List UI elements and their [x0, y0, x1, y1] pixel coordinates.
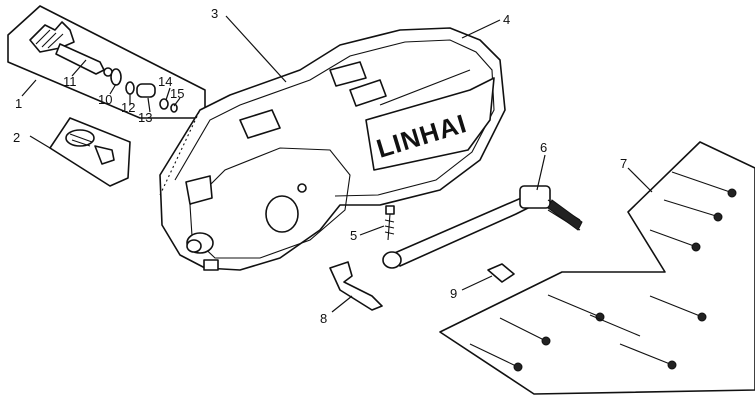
- part-2-drive-gear-box: [49, 117, 131, 187]
- bolt-set-items: [469, 171, 737, 372]
- part-4-cover-emblem: LINHAI: [365, 77, 495, 171]
- callout-15: 15: [170, 86, 184, 101]
- part-6-kick-start-shaft: [382, 185, 583, 269]
- callout-13: 13: [138, 110, 152, 125]
- callout-14: 14: [158, 74, 172, 89]
- callout-4: 4: [503, 12, 510, 27]
- part-9-small-clip: [487, 263, 515, 283]
- callout-1: 1: [15, 96, 22, 111]
- callout-labels: 1 2 3 4 5 6 7 8 9 10 11 12 13 14 15: [13, 6, 627, 326]
- callout-3: 3: [211, 6, 218, 21]
- callout-6: 6: [540, 140, 547, 155]
- part-7-bolt-set: [439, 141, 755, 395]
- callout-12: 12: [121, 100, 135, 115]
- part-5-bolt: [384, 205, 395, 241]
- part-8-clip-bracket: [329, 261, 383, 311]
- callout-7: 7: [620, 156, 627, 171]
- callout-10: 10: [98, 92, 112, 107]
- callout-11: 11: [63, 74, 77, 89]
- callout-2: 2: [13, 130, 20, 145]
- leader-lines: [21, 15, 653, 313]
- callout-9: 9: [450, 286, 457, 301]
- callout-5: 5: [350, 228, 357, 243]
- callout-8: 8: [320, 311, 327, 326]
- part-1-kick-lever-panel: [7, 5, 206, 119]
